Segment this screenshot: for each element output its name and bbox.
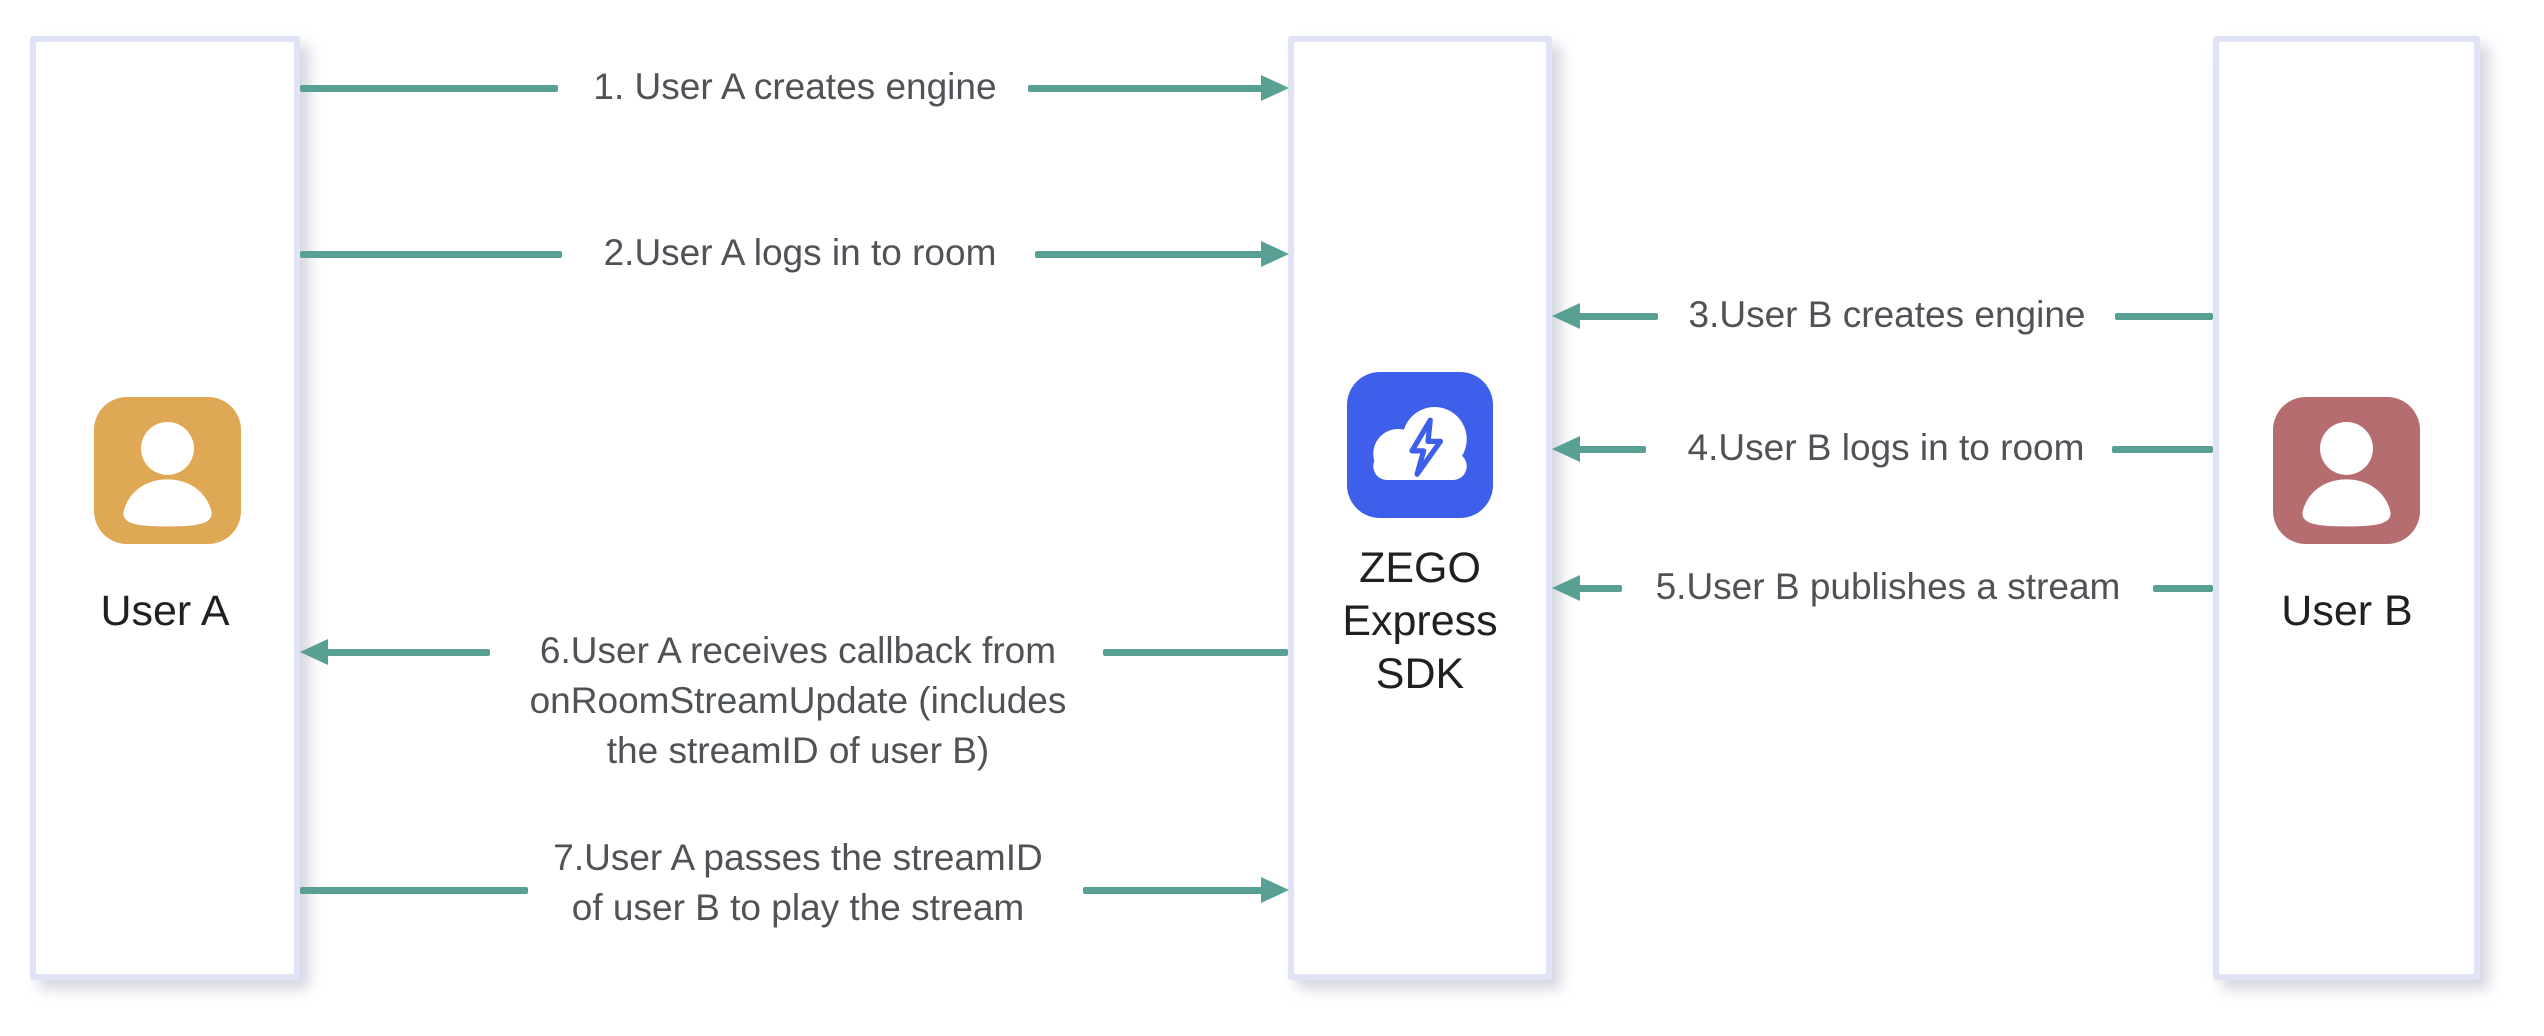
message-line: 6.User A receives callback from [539,630,1057,671]
message-line: of user B to play the stream [571,887,1025,928]
message-line: 1. User A creates engine [593,66,997,107]
message-3-label: 3.User B creates engine [1637,290,2137,340]
arrow-line [300,251,562,258]
arrowhead-right-icon [1261,75,1289,101]
arrowhead-right-icon [1261,241,1289,267]
arrow-line [1083,887,1264,894]
user-b-label: User B [2281,587,2413,635]
arrow-line [326,649,490,656]
arrow-line [300,887,528,894]
arrow-line [1103,649,1288,656]
arrow-line [300,85,558,92]
message-line: 2.User A logs in to room [603,232,997,273]
message-2-label: 2.User A logs in to room [545,228,1055,278]
message-6-label: 6.User A receives callback from onRoomSt… [518,626,1078,776]
cloud-lightning-glyph [1373,407,1467,481]
message-line: 7.User A passes the streamID [553,837,1043,878]
arrowhead-left-icon [1552,575,1580,601]
arrow-line [1028,85,1264,92]
message-line: 3.User B creates engine [1688,294,2086,335]
arrowhead-right-icon [1261,877,1289,903]
arrowhead-left-icon [1552,436,1580,462]
zego-sdk-label: ZEGO Express SDK [1342,544,1498,698]
message-1-label: 1. User A creates engine [545,62,1045,112]
person-glyph [123,421,212,527]
arrowhead-left-icon [300,639,328,665]
person-glyph [2302,421,2391,527]
arrow-line [1578,446,1646,453]
arrowhead-left-icon [1552,303,1580,329]
message-line: 5.User B publishes a stream [1655,566,2121,607]
arrow-line [2112,446,2213,453]
user-a-label: User A [100,587,230,635]
cloud-lightning-icon [1347,372,1493,518]
arrow-line [2153,585,2213,592]
message-line: the streamID of user B) [606,730,990,771]
message-5-label: 5.User B publishes a stream [1638,562,2138,612]
message-4-label: 4.User B logs in to room [1630,423,2142,473]
arrow-line [1578,585,1622,592]
message-7-label: 7.User A passes the streamID of user B t… [538,833,1058,933]
arrow-line [1035,251,1264,258]
user-b-icon [2273,397,2420,544]
user-a-icon [94,397,241,544]
message-line: 4.User B logs in to room [1687,427,2085,468]
arrow-line [1578,313,1658,320]
message-line: onRoomStreamUpdate (includes [529,680,1067,721]
arrow-line [2115,313,2213,320]
